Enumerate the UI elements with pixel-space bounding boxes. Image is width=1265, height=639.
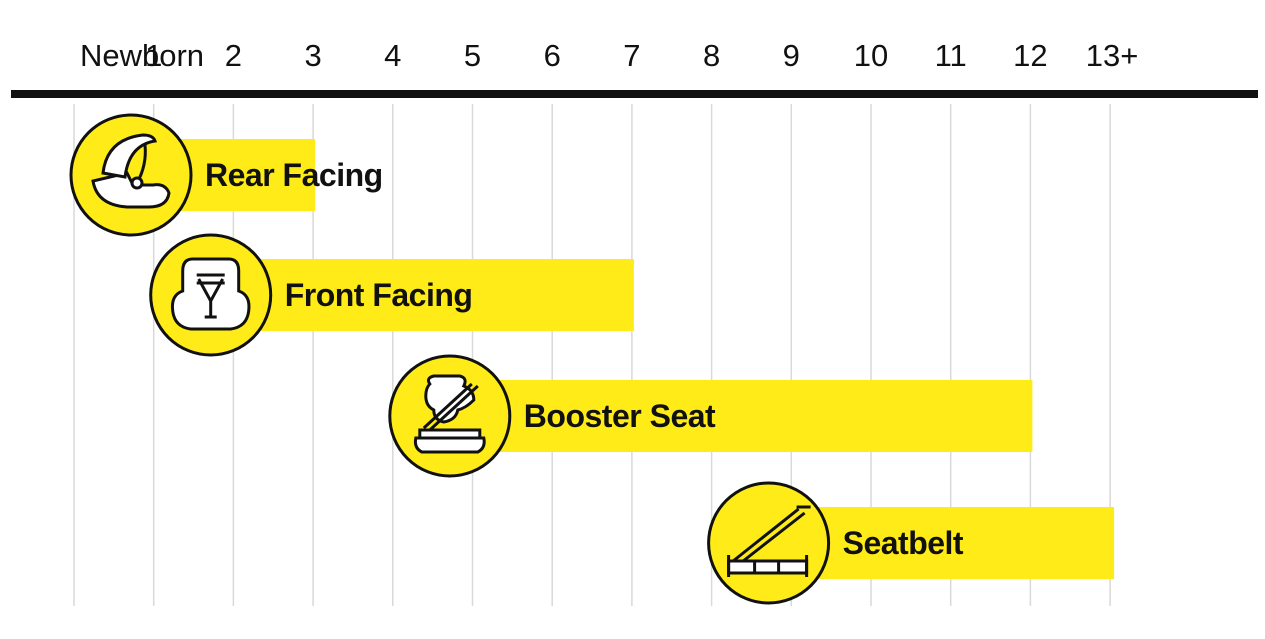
- bar-label: Booster Seat: [524, 398, 716, 434]
- bar-rear-facing: Rear Facing: [69, 113, 383, 237]
- harness-seat-icon: [170, 257, 251, 331]
- infant-carrier-icon: [91, 133, 171, 209]
- booster-seat-icon: [413, 374, 486, 454]
- x-tick-label: Newborn: [80, 38, 204, 73]
- bar-rect: [449, 380, 1033, 452]
- bar-rect: [210, 259, 634, 331]
- x-tick-label: 5: [464, 38, 481, 73]
- x-tick-label: 7: [623, 38, 640, 73]
- seatbelt-icon: [727, 505, 811, 577]
- bar-seatbelt: Seatbelt: [707, 481, 1115, 605]
- bar-label: Seatbelt: [843, 525, 964, 561]
- bar-label: Rear Facing: [205, 157, 383, 193]
- x-tick-label: 6: [544, 38, 561, 73]
- x-tick-label: 8: [703, 38, 720, 73]
- x-tick-label: 10: [854, 38, 888, 73]
- x-tick-label: 9: [783, 38, 800, 73]
- x-tick-label: 1: [145, 38, 162, 73]
- x-tick-label: 4: [384, 38, 401, 73]
- bar-label: Front Facing: [285, 277, 473, 313]
- bar-booster-seat: Booster Seat: [388, 354, 1033, 478]
- x-tick-label: 3: [304, 38, 321, 73]
- bar-icon-badge: [69, 113, 193, 237]
- x-tick-label: 13+: [1086, 38, 1139, 73]
- x-tick-label: 12: [1013, 38, 1047, 73]
- x-tick-label: 11: [935, 38, 967, 73]
- bar-front-facing: Front Facing: [149, 233, 634, 357]
- x-tick-label: 2: [225, 38, 242, 73]
